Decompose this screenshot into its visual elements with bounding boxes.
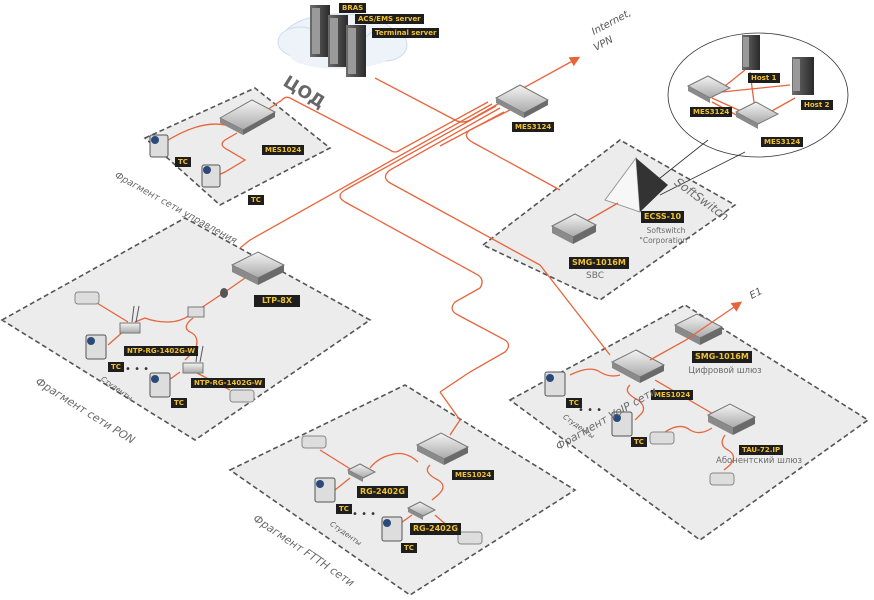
- phone-ftth-1: [301, 435, 327, 449]
- cluster-switch-2: [734, 101, 780, 129]
- tag-tc-mgmt-1: TC: [175, 157, 191, 167]
- phone-voip-2: [709, 472, 735, 486]
- tag-ont-2: NTP-RG-1402G-W: [191, 378, 266, 388]
- terminal-voip-2: [611, 411, 633, 437]
- mes1024-management: [218, 99, 277, 135]
- smg1016m-sbc: [550, 213, 598, 244]
- tag-smg1016m-gateway: SMG-1016M: [692, 351, 752, 363]
- backbone-links: [239, 56, 611, 393]
- tag-tc-voip-1: TC: [566, 398, 582, 408]
- zone-softswitch: [481, 139, 737, 301]
- terminal-ftth-2: [381, 516, 403, 542]
- ellipsis-ftth: • • •: [352, 509, 376, 520]
- tag-ltp8x: LTP-8X: [254, 295, 301, 307]
- tag-tc-ftth-2: TC: [401, 543, 417, 553]
- tag-mes3124-cluster-2: MES3124: [761, 137, 804, 147]
- terminal-pon-1: [85, 334, 107, 360]
- tau-caption: Абонентский шлюз: [716, 456, 802, 466]
- terminal-mgmt-1: [149, 134, 169, 158]
- tag-tau72: TAU-72.IP: [739, 445, 784, 455]
- terminal-pon-2: [149, 372, 171, 398]
- tag-smg1016m-sbc: SMG-1016M: [569, 257, 629, 269]
- ellipsis-pon: • • •: [125, 364, 149, 375]
- server-acs: [328, 15, 348, 67]
- tag-acs-ems: ACS/EMS server: [355, 14, 424, 24]
- tag-rg2402g-1: RG-2402G: [357, 486, 408, 498]
- ltp8x-olt: [230, 251, 286, 285]
- tag-tc-pon-1: TC: [108, 362, 124, 372]
- phone-pon-1: [74, 291, 100, 305]
- zone-voip: [508, 304, 870, 541]
- zone-management: [143, 87, 332, 206]
- ecss-caption-2: "Corporation": [639, 236, 691, 245]
- splitter: [220, 288, 228, 298]
- tau72-gateway: [706, 403, 757, 435]
- tag-host-1: Host 1: [748, 73, 780, 83]
- tag-rg2402g-2: RG-2402G: [410, 523, 461, 535]
- host2-server: [792, 57, 814, 95]
- ecss10-pyramid: [604, 156, 668, 213]
- tag-bras: BRAS: [339, 3, 367, 13]
- phone-voip-1: [649, 431, 675, 445]
- sbc-caption: SBC: [585, 271, 604, 281]
- tag-mes3124-core: MES3124: [512, 122, 555, 132]
- tag-ecss10: ECSS-10: [641, 211, 685, 223]
- server-bras: [310, 5, 330, 57]
- cluster-switch-1: [686, 75, 732, 103]
- tag-mes1024-mgmt: MES1024: [262, 145, 305, 155]
- tag-host-2: Host 2: [801, 100, 833, 110]
- tag-tc-voip-2: TC: [631, 437, 647, 447]
- tag-ont-1: NTP-RG-1402G-W: [124, 346, 199, 356]
- rg2402g-1: [346, 463, 377, 482]
- mes3124-core: [494, 84, 550, 118]
- tag-mes1024-ftth: MES1024: [452, 470, 495, 480]
- gateway-caption: Цифровой шлюз: [688, 366, 762, 376]
- ellipsis-voip: • • •: [578, 405, 602, 416]
- mes1024-voip: [610, 349, 666, 383]
- tag-mes1024-voip: MES1024: [651, 390, 694, 400]
- tag-terminal-server: Terminal server: [372, 28, 440, 38]
- tag-tc-mgmt-2: TC: [248, 195, 264, 205]
- mes1024-ftth: [415, 432, 470, 465]
- terminal-ftth-1: [314, 477, 336, 503]
- host1-server: [742, 35, 760, 70]
- smg1016m-gateway: [673, 313, 724, 345]
- phone-pon-2: [229, 389, 255, 403]
- phone-ftth-2: [457, 531, 483, 545]
- tag-mes3124-cluster-1: MES3124: [690, 107, 733, 117]
- tag-tc-pon-2: TC: [171, 398, 187, 408]
- pon-splitter-box: [187, 306, 205, 318]
- tag-tc-ftth-1: TC: [336, 504, 352, 514]
- ont-1: [119, 305, 141, 334]
- rg2402g-2: [406, 501, 437, 520]
- server-terminal: [346, 25, 366, 77]
- terminal-voip-1: [544, 371, 566, 397]
- ecss-caption-1: Softswitch: [646, 226, 686, 235]
- terminal-mgmt-2: [201, 164, 221, 188]
